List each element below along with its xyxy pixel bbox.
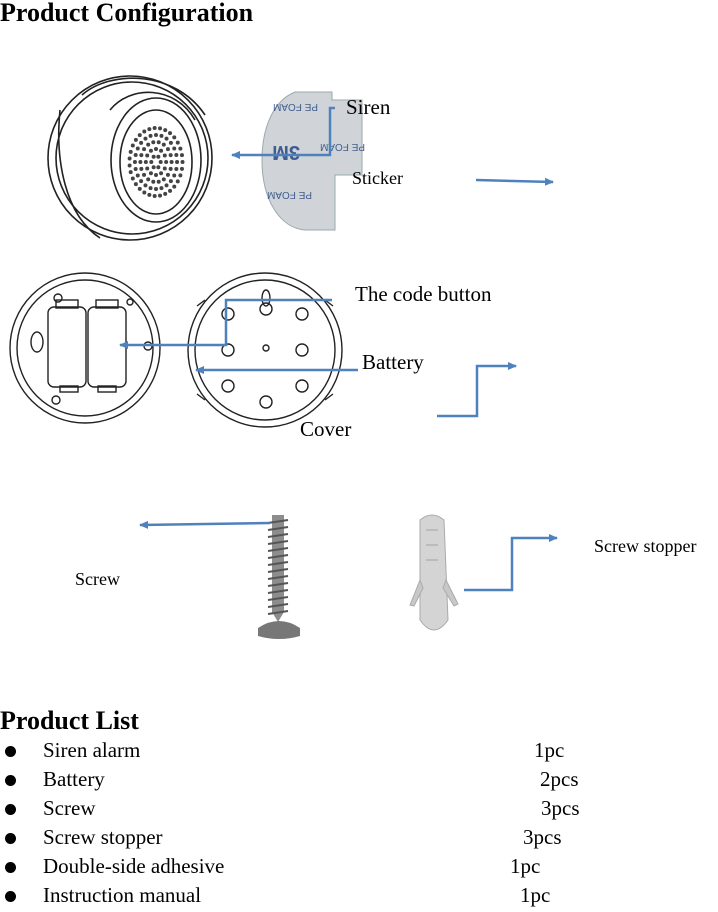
list-item: Siren alarm 1pc xyxy=(0,738,718,767)
label-code-button: The code button xyxy=(355,282,492,306)
section-title-product-list: Product List xyxy=(0,706,139,735)
label-sticker: Sticker xyxy=(352,168,403,188)
item-quantity: 1pc xyxy=(520,883,551,907)
item-name: Double-side adhesive xyxy=(43,854,225,878)
screw-illustration xyxy=(258,515,300,639)
bullet-icon xyxy=(5,833,16,844)
sticker-3m-logo: 3M xyxy=(272,141,300,163)
sticker-print-text: PE FOAM xyxy=(320,141,365,152)
bullet-icon xyxy=(5,862,16,873)
item-name: Screw stopper xyxy=(43,825,163,849)
cover-arrow xyxy=(437,362,517,418)
bullet-icon xyxy=(5,804,16,815)
item-name: Screw xyxy=(43,796,96,820)
battery-compartment-illustration xyxy=(9,272,161,424)
list-item: Screw 3pcs xyxy=(0,796,718,825)
list-item: Double-side adhesive 1pc xyxy=(0,854,718,883)
bullet-icon xyxy=(5,775,16,786)
siren-arrow xyxy=(231,106,335,159)
item-name: Battery xyxy=(43,767,105,791)
label-screw-stopper: Screw stopper xyxy=(594,536,697,556)
sticker-arrow xyxy=(475,177,554,186)
list-item: Screw stopper 3pcs xyxy=(0,825,718,854)
bullet-icon xyxy=(5,891,16,902)
product-configuration-figure: PE FOAM 3M PE FOAM PE FOAM xyxy=(9,75,558,639)
screw-stopper-arrow xyxy=(464,534,558,592)
item-quantity: 2pcs xyxy=(540,767,579,791)
screw-arrow xyxy=(139,520,271,529)
item-quantity: 3pcs xyxy=(541,796,580,820)
item-quantity: 1pc xyxy=(510,854,541,878)
screw-stopper-illustration xyxy=(409,514,459,631)
label-screw: Screw xyxy=(75,569,120,589)
label-cover: Cover xyxy=(300,417,352,441)
item-quantity: 1pc xyxy=(534,738,565,762)
bullet-icon xyxy=(5,746,16,757)
siren-device-illustration xyxy=(47,75,213,241)
sticker-illustration: PE FOAM 3M PE FOAM PE FOAM xyxy=(261,91,365,231)
label-siren: Siren xyxy=(346,95,391,119)
sticker-print-text: PE FOAM xyxy=(267,189,312,200)
cover-illustration xyxy=(187,272,343,428)
siren-speaker-holes xyxy=(127,126,185,198)
item-quantity: 3pcs xyxy=(523,825,562,849)
section-title-configuration: Product Configuration xyxy=(0,0,254,27)
sticker-print-text: PE FOAM xyxy=(273,101,318,112)
item-name: Instruction manual xyxy=(43,883,202,907)
list-item: Instruction manual 1pc xyxy=(0,883,718,912)
code-button-arrow xyxy=(119,298,332,349)
list-item: Battery 2pcs xyxy=(0,767,718,796)
label-battery: Battery xyxy=(362,350,424,374)
item-name: Siren alarm xyxy=(43,738,141,762)
